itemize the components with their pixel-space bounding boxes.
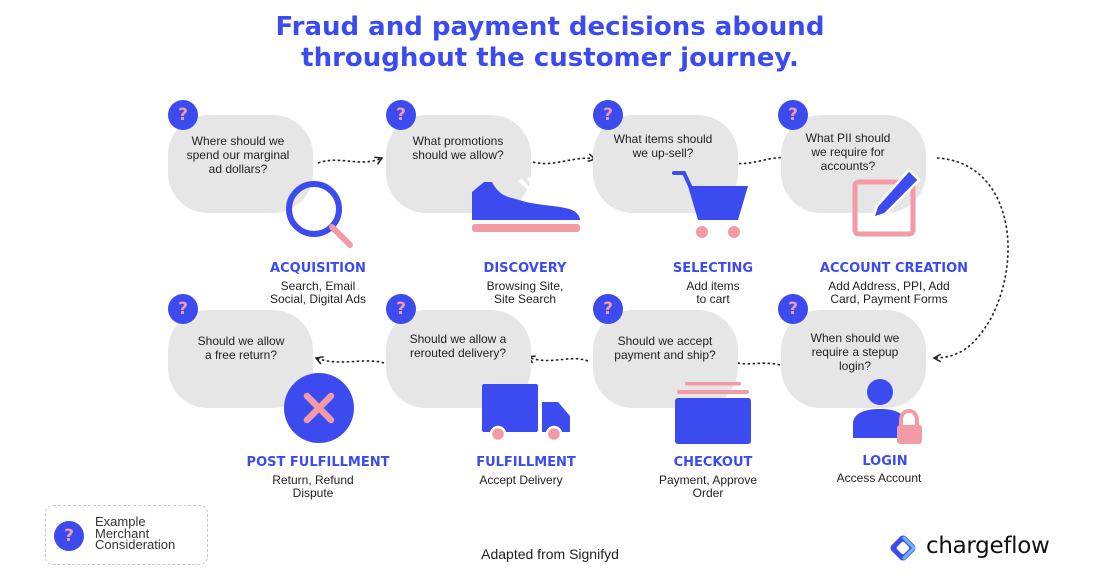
question-badge-fulfillment: ? [386, 294, 416, 324]
page-title: Fraud and payment decisions abound throu… [0, 12, 1100, 74]
step-title-post-fulfillment: POST FULFILLMENT [246, 455, 390, 470]
delivery-truck-icon [482, 384, 570, 443]
question-badge-acquisition: ? [168, 100, 198, 130]
title-line-2: throughout the customer journey. [301, 43, 799, 73]
connector-discovery-selecting [532, 153, 597, 165]
step-desc-fulfillment: Accept Delivery [479, 473, 563, 487]
step-title-acquisition: ACQUISITION [270, 261, 366, 276]
connector-account-login [932, 157, 1009, 363]
title-line-1: Fraud and payment decisions abound [275, 12, 825, 42]
step-title-selecting: SELECTING [672, 261, 754, 276]
chargeflow-logo-text: chargeflow [926, 533, 1050, 559]
step-title-fulfillment: FULFILLMENT [476, 455, 576, 470]
connector-acquisition-discovery [317, 156, 384, 165]
question-bubble-acquisition [168, 115, 313, 213]
connector-fulfillment-postfulfillment [314, 356, 385, 365]
step-title-checkout: CHECKOUT [673, 455, 753, 470]
question-badge-account-creation: ? [778, 100, 808, 130]
question-badge-selecting: ? [593, 100, 623, 130]
shopping-cart-icon [672, 171, 748, 238]
step-desc-login: Access Account [836, 471, 922, 485]
question-badge-login: ? [778, 294, 808, 324]
question-badge-checkout: ? [593, 294, 623, 324]
step-title-discovery: DISCOVERY [483, 261, 567, 276]
step-desc-discovery: Browsing Site,Site Search [486, 279, 564, 306]
question-badge-discovery: ? [386, 100, 416, 130]
user-lock-icon [853, 379, 922, 444]
step-title-login: LOGIN [862, 454, 908, 469]
sneaker-icon [472, 174, 580, 232]
magnifier-icon [286, 181, 353, 248]
x-circle-icon [284, 373, 354, 443]
pencil-edit-icon [852, 168, 921, 237]
connector-checkout-fulfillment [526, 355, 589, 364]
question-badge-post-fulfillment: ? [168, 294, 198, 324]
credit-card-icon [675, 382, 751, 444]
chargeflow-logo-icon [890, 535, 916, 561]
question-bubble-login [781, 310, 926, 408]
step-title-account-creation: ACCOUNT CREATION [819, 261, 969, 276]
legend-question-badge: ? [54, 521, 84, 551]
source-credit: Adapted from Signifyd [481, 546, 619, 562]
